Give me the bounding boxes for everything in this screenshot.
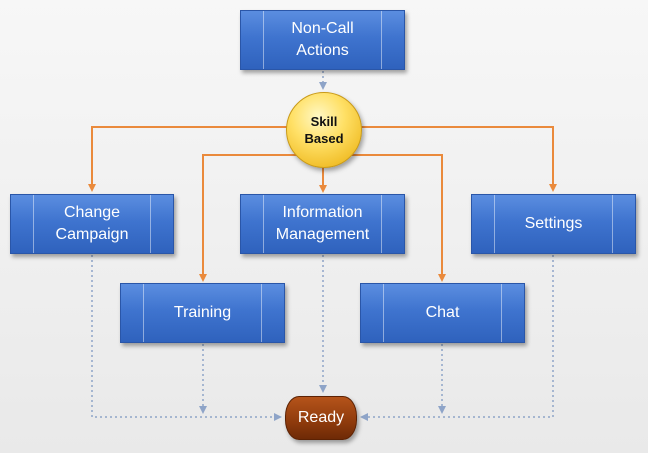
node-chat-label: Chat xyxy=(425,304,460,321)
node-non-call-actions-line2: Actions xyxy=(296,42,349,59)
node-non-call-actions-label: Non-Call Actions xyxy=(267,18,377,62)
node-information-management[interactable]: Information Management xyxy=(240,194,405,254)
node-skill-based[interactable]: Skill Based xyxy=(286,92,362,168)
node-change-campaign-line1: Change xyxy=(63,204,121,221)
node-non-call-actions-line1: Non-Call xyxy=(291,20,354,37)
node-training[interactable]: Training xyxy=(120,283,285,343)
connector-settings-to-ready xyxy=(360,255,554,421)
connector-change-campaign-to-ready xyxy=(91,255,282,421)
node-ready[interactable]: Ready xyxy=(285,396,357,440)
node-information-management-line1: Information xyxy=(282,204,363,221)
node-settings[interactable]: Settings xyxy=(471,194,636,254)
node-information-management-line2: Management xyxy=(275,226,370,243)
node-chat[interactable]: Chat xyxy=(360,283,525,343)
node-skill-based-label: Skill Based xyxy=(304,113,343,147)
connector-skill-to-change-campaign xyxy=(88,126,290,192)
connector-skill-to-training xyxy=(199,154,300,282)
node-settings-label: Settings xyxy=(524,215,583,232)
node-change-campaign[interactable]: Change Campaign xyxy=(10,194,174,254)
node-skill-based-line2: Based xyxy=(304,131,344,146)
node-information-management-label: Information Management xyxy=(252,202,393,246)
node-skill-based-line1: Skill xyxy=(310,114,338,129)
node-ready-label: Ready xyxy=(297,409,345,426)
connector-skill-to-settings xyxy=(358,126,557,192)
node-training-label: Training xyxy=(173,304,232,321)
node-non-call-actions[interactable]: Non-Call Actions xyxy=(240,10,405,70)
node-change-campaign-label: Change Campaign xyxy=(32,202,153,246)
connector-skill-to-chat xyxy=(346,154,446,282)
node-change-campaign-line2: Campaign xyxy=(55,226,129,243)
